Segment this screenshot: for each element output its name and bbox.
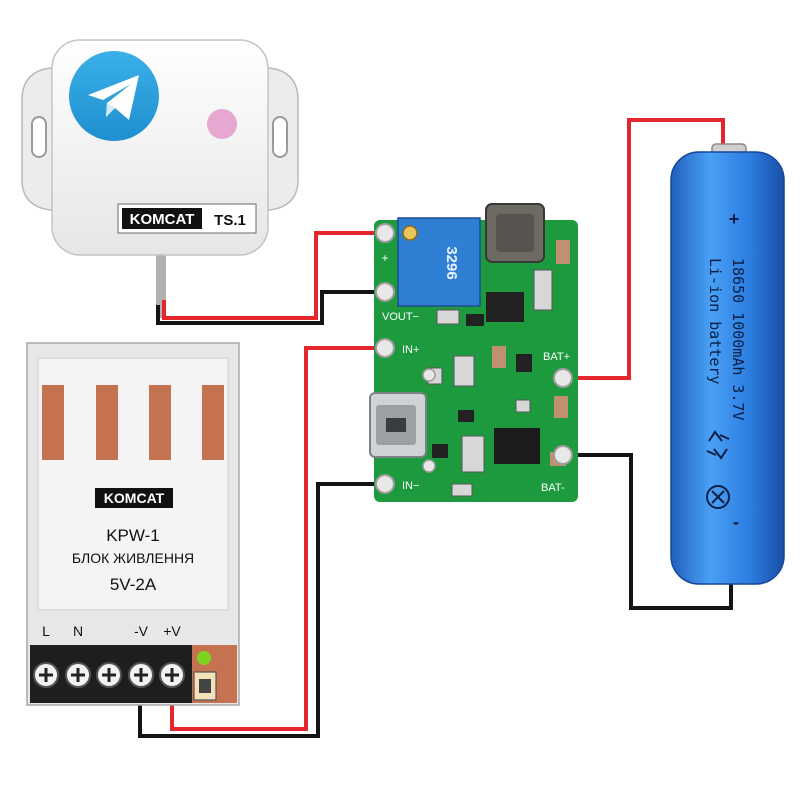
battery-spec-text: 18650 1000mAh 3.7V (729, 258, 747, 421)
wire-black-bat-minus (565, 453, 733, 610)
pad-vout-minus (375, 282, 395, 302)
pad-bat-minus (553, 445, 573, 465)
ts1-brand-logo: KOMCAT (130, 211, 195, 228)
terminal-label-minus-v: -V (134, 623, 149, 639)
smd-diode (533, 269, 553, 311)
smd-resistor (458, 410, 474, 422)
battery-body (670, 151, 785, 585)
pad-aux (422, 368, 436, 382)
ts1-device: KOMCAT TS.1 (21, 39, 299, 256)
psu-model: KPW-1 (106, 526, 160, 545)
smd-capacitor (556, 240, 570, 264)
wire-black-ts1-vout-minus (156, 290, 384, 325)
battery-type-text: Li-ion battery (706, 258, 724, 384)
pin-label-in-minus: IN− (402, 480, 419, 492)
pin-label-vout-minus: VOUT− (382, 311, 419, 323)
psu-kpw1: KOMCAT KPW-1 БЛОК ЖИВЛЕННЯ 5V-2A L N -V … (26, 342, 240, 706)
wire-black-psu-in-minus (138, 482, 384, 738)
vent-slot (202, 385, 224, 460)
terminal-screw-icon (128, 662, 154, 688)
wire-red-bat-plus (565, 118, 725, 380)
pin-label-bat-plus: BAT+ (543, 351, 570, 363)
wire-red-ts1-vout-plus (162, 231, 384, 320)
solder-pads (375, 223, 573, 494)
micro-usb-icon (369, 392, 427, 458)
terminal-label-plus-v: +V (163, 623, 181, 639)
trimmer-slot (199, 679, 211, 693)
hazard-icon (706, 485, 730, 509)
pad-aux (422, 459, 436, 473)
smd-resistor (466, 314, 484, 326)
komcat-logo-plate (122, 208, 202, 229)
battery-plus-mark: + (729, 209, 740, 229)
terminal-label-n: N (73, 623, 83, 639)
boost-ic (486, 292, 524, 322)
smd-resistor (516, 354, 532, 372)
terminal-screw-icon (159, 662, 185, 688)
wires (138, 118, 733, 738)
smd-resistor (515, 399, 531, 413)
charger-boost-board: 3296 (369, 203, 578, 502)
smd-resistor (451, 483, 473, 497)
smd-resistor (432, 444, 448, 458)
mount-slot (272, 116, 288, 158)
vent-slot (96, 385, 118, 460)
pad-bat-plus (553, 368, 573, 388)
smd-component (461, 435, 485, 473)
smd-capacitor (492, 346, 506, 368)
mount-slot (31, 116, 47, 158)
indicator-light (207, 109, 237, 139)
battery-minus-mark: - (733, 512, 739, 532)
trimmer-screw-icon (402, 225, 418, 241)
telegram-paper-plane-icon (69, 51, 159, 141)
vent-slot (42, 385, 64, 460)
pad-vout-plus (375, 223, 395, 243)
pad-in-minus (375, 474, 395, 494)
smd-resistor (436, 309, 460, 325)
terminal-screw-icon (33, 662, 59, 688)
terminal-screw-icon (65, 662, 91, 688)
vent-slot (149, 385, 171, 460)
terminal-screw-icon (96, 662, 122, 688)
smd-capacitor (554, 396, 568, 418)
pin-label-bat-minus: BAT- (541, 482, 565, 494)
smd-component (453, 355, 475, 387)
psu-brand-logo: KOMCAT (104, 490, 165, 506)
ts1-model-label: TS.1 (214, 212, 246, 229)
trimmer-label: 3296 (443, 246, 460, 279)
pin-label-vout-plus: + (381, 251, 388, 265)
terminal-label-l: L (42, 623, 50, 639)
inductor-core (496, 214, 534, 252)
pad-in-plus (375, 338, 395, 358)
charger-ic-tp4056 (494, 428, 540, 464)
psu-rating: 5V-2A (110, 575, 157, 594)
recycle-icon (706, 430, 730, 460)
psu-front-panel (37, 357, 229, 611)
terminal-screws (33, 662, 185, 688)
wire-red-psu-in-plus (170, 346, 384, 731)
pin-label-in-plus: IN+ (402, 344, 419, 356)
psu-subtitle: БЛОК ЖИВЛЕННЯ (72, 550, 194, 566)
psu-status-led (197, 651, 211, 665)
komcat-logo-plate (95, 488, 173, 508)
battery-18650: + 18650 1000mAh 3.7V Li-ion battery - (670, 143, 785, 585)
